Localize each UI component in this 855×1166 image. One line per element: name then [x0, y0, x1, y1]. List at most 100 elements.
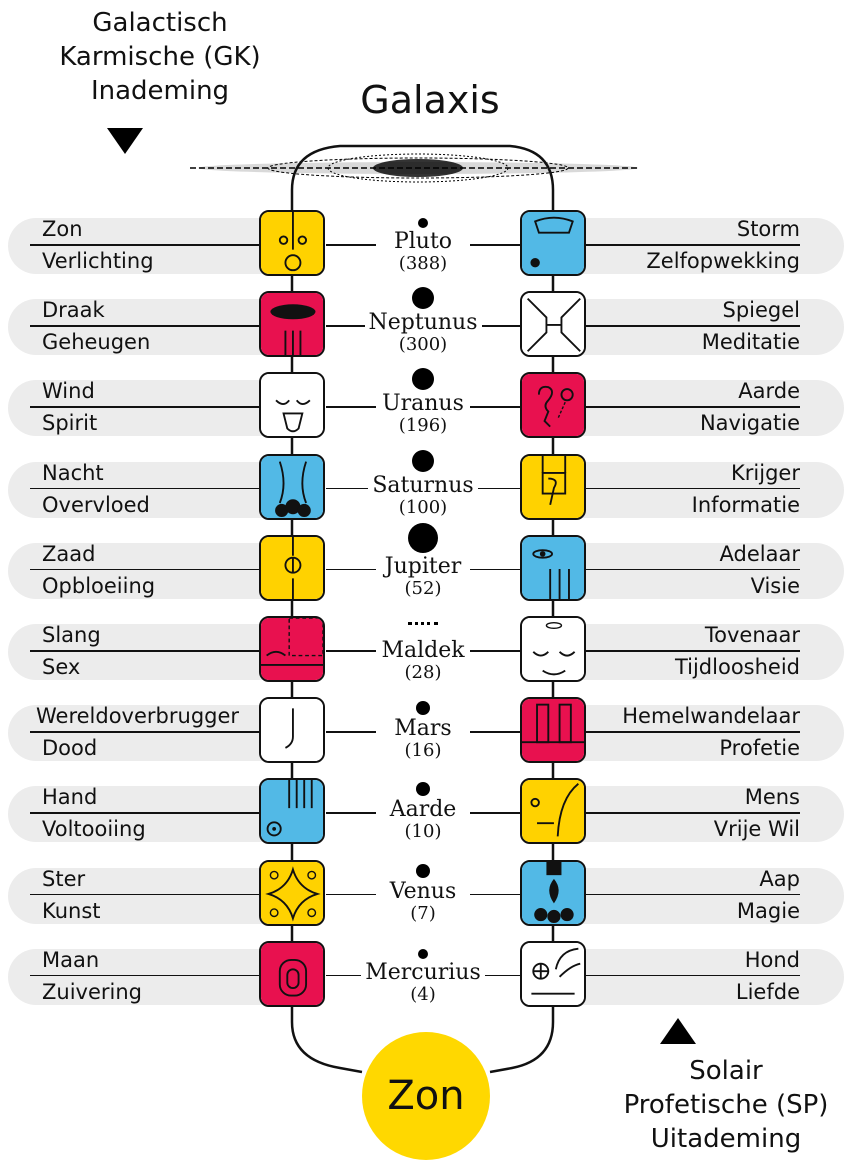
hand-glyph-icon: [259, 778, 325, 844]
left-sign-name: Nacht: [42, 460, 104, 486]
planet-name: Neptunus: [365, 310, 482, 335]
label-divider-right: [586, 325, 800, 327]
planet-name: Uranus: [378, 391, 468, 416]
planet-name: Jupiter: [381, 554, 465, 579]
warrior-glyph-icon: [520, 454, 586, 520]
sp-line-2: Profetische (SP): [596, 1088, 855, 1122]
planet-number: (16): [333, 741, 513, 761]
planet-label: Pluto(388): [333, 198, 513, 274]
left-sign-name: Maan: [42, 947, 99, 973]
left-sign-power: Verlichting: [42, 248, 154, 274]
planet-label: Saturnus(100): [333, 442, 513, 518]
planet-label: Neptunus(300): [333, 279, 513, 355]
galaxy-icon: [190, 154, 640, 182]
planet-name: Pluto: [390, 229, 456, 254]
label-divider-right: [586, 731, 800, 733]
exhale-arrow-icon: [660, 1018, 696, 1044]
planet-number: (300): [333, 335, 513, 355]
dog-glyph-icon: [520, 941, 586, 1007]
planet-dot-icon: [412, 287, 434, 309]
right-sign-power: Magie: [737, 898, 800, 924]
left-sign-power: Spirit: [42, 410, 97, 436]
sp-line-3: Uitademing: [596, 1122, 855, 1156]
right-sign-name: Aap: [759, 866, 800, 892]
right-sign-power: Meditatie: [702, 329, 800, 355]
right-sign-power: Visie: [751, 573, 800, 599]
planet-dot-icon: [418, 218, 428, 228]
left-sign-power: Overvloed: [42, 492, 150, 518]
label-divider-right: [586, 812, 800, 814]
left-sign-name: Hand: [42, 784, 97, 810]
right-sign-power: Navigatie: [700, 410, 800, 436]
planet-name: Mercurius: [361, 960, 485, 985]
label-divider-left: [30, 244, 260, 246]
planet-dot-icon: [412, 368, 434, 390]
planet-name: Maldek: [377, 638, 468, 663]
label-divider-right: [586, 650, 800, 652]
label-divider-left: [30, 650, 260, 652]
human-glyph-icon: [520, 778, 586, 844]
sun-circle: Zon: [362, 1032, 490, 1160]
planet-label: Maldek(28): [333, 604, 513, 683]
mirror-glyph-icon: [520, 291, 586, 357]
right-sign-name: Krijger: [731, 460, 800, 486]
label-divider-right: [586, 244, 800, 246]
left-sign-name: Ster: [42, 866, 85, 892]
label-divider-left: [30, 975, 260, 977]
sp-line-1: Solair: [596, 1054, 855, 1088]
left-sign-name: Wereldoverbrugger: [36, 703, 239, 729]
label-divider-right: [586, 488, 800, 490]
planet-label: Mars(16): [333, 685, 513, 761]
planet-name: Saturnus: [368, 473, 477, 498]
left-sign-power: Sex: [42, 654, 80, 680]
label-divider-right: [586, 894, 800, 896]
monkey-glyph-icon: [520, 860, 586, 926]
asteroid-belt-icon: [408, 622, 438, 637]
left-sign-power: Kunst: [42, 898, 101, 924]
planet-number: (100): [333, 498, 513, 518]
right-sign-name: Storm: [737, 216, 800, 242]
skywalker-glyph-icon: [520, 697, 586, 763]
storm-glyph-icon: [520, 210, 586, 276]
left-sign-name: Slang: [42, 622, 101, 648]
planet-dot-icon: [416, 782, 430, 796]
planet-number: (10): [333, 822, 513, 842]
label-divider-left: [30, 488, 260, 490]
left-sign-power: Voltooiing: [42, 816, 146, 842]
left-sign-power: Dood: [42, 735, 97, 761]
planet-name: Mars: [390, 716, 455, 741]
right-sign-power: Vrije Wil: [714, 816, 800, 842]
planet-number: (7): [333, 904, 513, 924]
planet-dot-icon: [412, 450, 434, 472]
right-sign-power: Profetie: [719, 735, 800, 761]
left-sign-name: Wind: [42, 378, 95, 404]
right-sign-name: Mens: [745, 784, 800, 810]
solar-prophetic-label: Solair Profetische (SP) Uitademing: [596, 1054, 855, 1156]
left-sign-name: Zon: [42, 216, 83, 242]
label-divider-left: [30, 812, 260, 814]
label-divider-left: [30, 731, 260, 733]
planet-label: Jupiter(52): [333, 523, 513, 599]
left-sign-power: Opbloeiing: [42, 573, 155, 599]
right-sign-name: Tovenaar: [705, 622, 800, 648]
sun-label: Zon: [387, 1073, 464, 1119]
label-divider-left: [30, 894, 260, 896]
planet-number: (196): [333, 416, 513, 436]
planet-dot-icon: [408, 523, 438, 553]
worldbridger-glyph-icon: [259, 697, 325, 763]
right-sign-name: Spiegel: [723, 297, 801, 323]
planet-label: Aarde(10): [333, 766, 513, 842]
star-glyph-icon: [259, 860, 325, 926]
left-sign-power: Geheugen: [42, 329, 150, 355]
right-sign-name: Aarde: [738, 378, 800, 404]
planet-dot-icon: [416, 701, 430, 715]
right-sign-power: Informatie: [692, 492, 800, 518]
right-sign-name: Hond: [745, 947, 800, 973]
night-glyph-icon: [259, 454, 325, 520]
right-sign-power: Tijdloosheid: [675, 654, 800, 680]
planet-label: Uranus(196): [333, 360, 513, 436]
right-sign-name: Adelaar: [720, 541, 800, 567]
eagle-glyph-icon: [520, 535, 586, 601]
planet-label: Venus(7): [333, 848, 513, 924]
planet-number: (28): [333, 663, 513, 683]
